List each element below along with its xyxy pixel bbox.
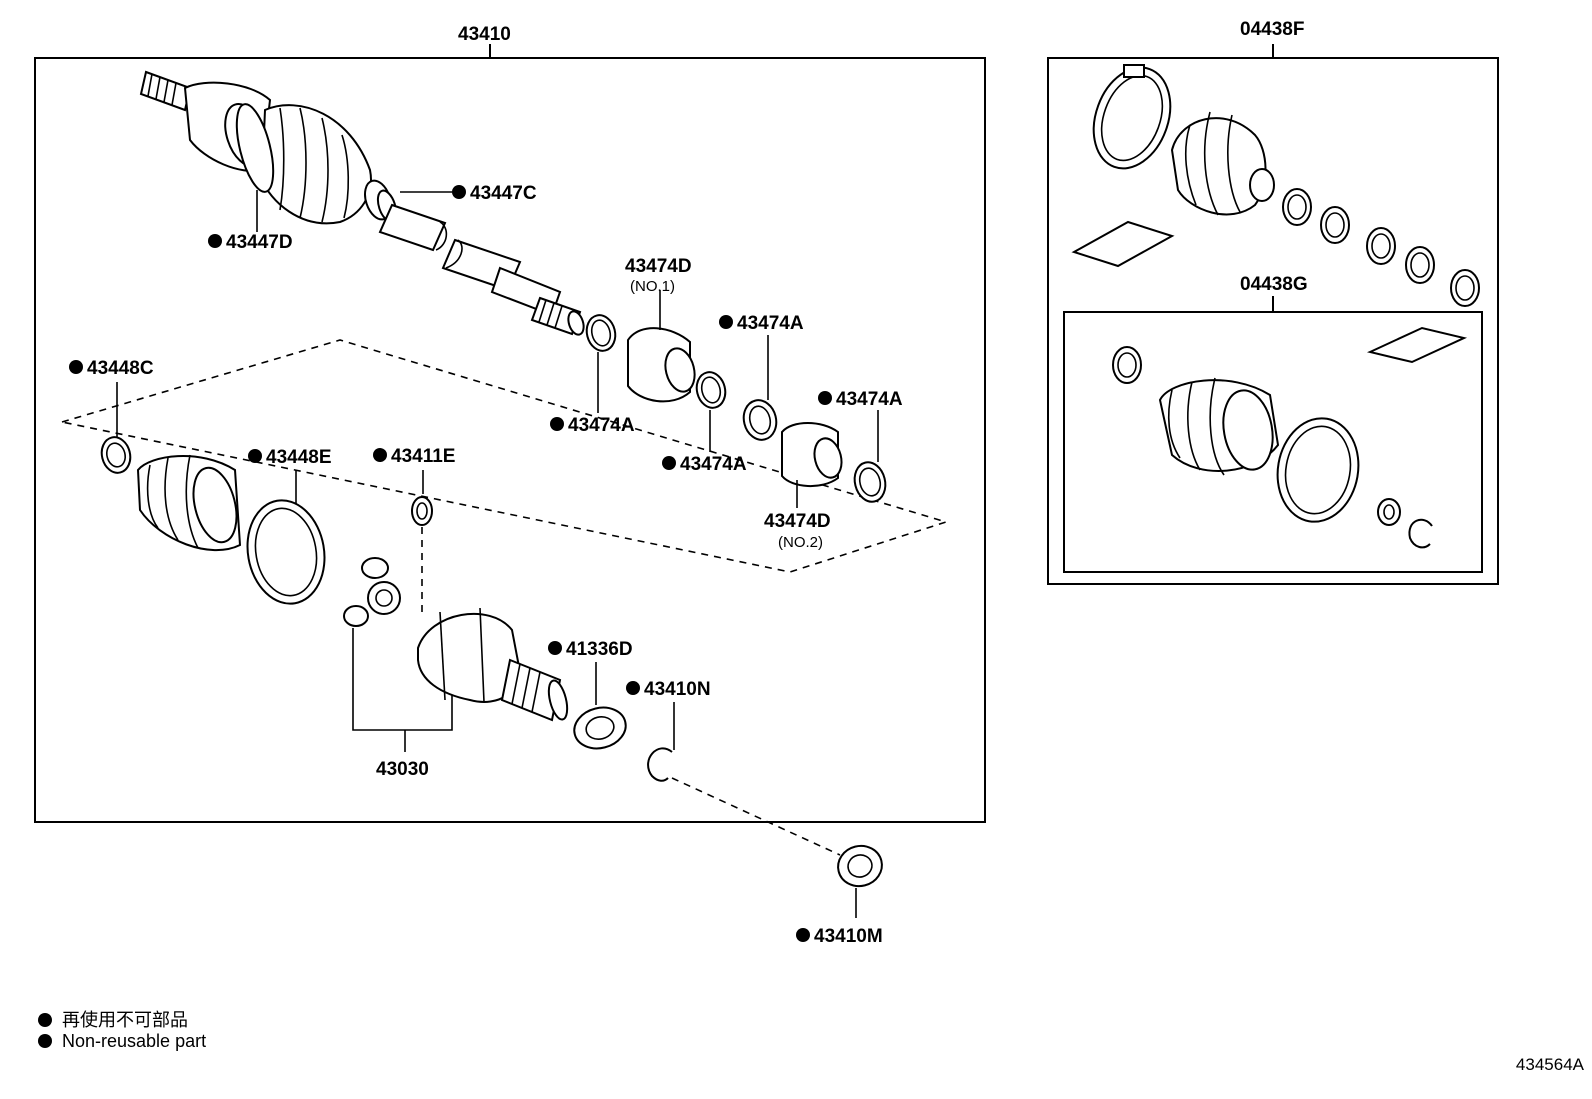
bullet-icon: [38, 1013, 52, 1027]
outboard-joint-shaft: [139, 70, 585, 336]
label-43474d-1-sub: (NO.1): [630, 278, 675, 295]
figure-code: 434564A: [1515, 1055, 1584, 1074]
label-43448e: 43448E: [266, 447, 332, 468]
bullet-icon: [38, 1034, 52, 1048]
label-43410: 43410: [458, 24, 511, 45]
label-04438g: 04438G: [1240, 274, 1308, 295]
label-43447c: 43447C: [470, 183, 537, 204]
legend-non-reusable-jp: 再使用不可部品: [38, 1006, 188, 1032]
kit-f-parts: [1071, 64, 1480, 307]
label-43030: 43030: [376, 759, 429, 780]
label-43474a-4: 43474A: [836, 389, 903, 410]
legend-non-reusable-en: Non-reusable part: [38, 1031, 206, 1052]
label-41336d: 41336D: [566, 639, 633, 660]
legend-jp-text: 再使用不可部品: [62, 1010, 188, 1030]
label-43474a-2: 43474A: [680, 454, 747, 475]
label-43474d-2-sub: (NO.2): [778, 534, 823, 551]
kit-g-parts: [1112, 326, 1468, 549]
label-43474d-1: 43474D: [625, 256, 692, 277]
label-43448c: 43448C: [87, 358, 154, 379]
legend-en-text: Non-reusable part: [62, 1031, 207, 1051]
label-43474a-1: 43474A: [568, 415, 635, 436]
inboard-boot: [136, 454, 242, 552]
label-04438f: 04438F: [1240, 19, 1304, 40]
label-43447d: 43447D: [226, 232, 293, 253]
label-43474a-3: 43474A: [737, 313, 804, 334]
tripod-joint: [343, 557, 401, 627]
label-43474d-2: 43474D: [764, 511, 831, 532]
label-43410m: 43410M: [814, 926, 883, 947]
assembly-frame: [34, 57, 986, 823]
label-43411e: 43411E: [391, 446, 455, 467]
label-43410n: 43410N: [644, 679, 711, 700]
inboard-joint-housing: [417, 607, 569, 722]
